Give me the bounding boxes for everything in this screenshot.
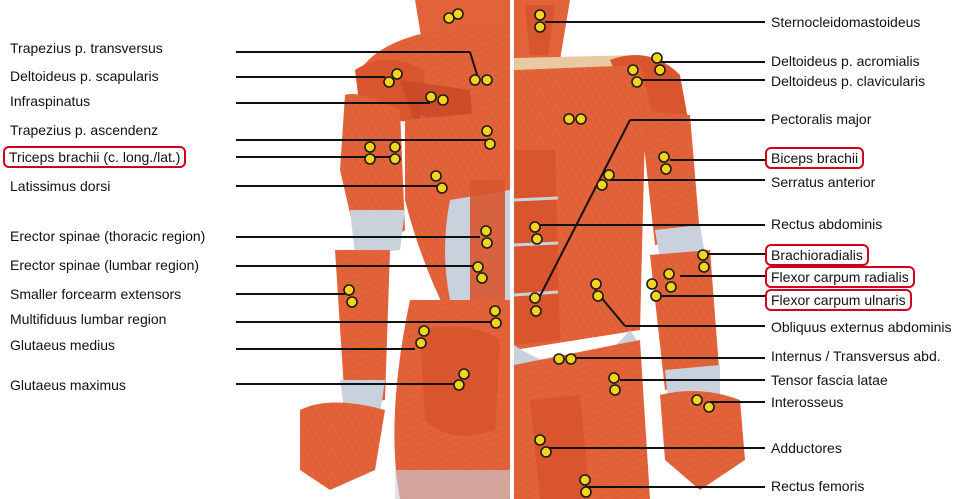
electrode-marker bbox=[566, 354, 576, 364]
label-obliquus-externus: Obliquus externus abdominis bbox=[771, 319, 952, 335]
electrode-marker bbox=[459, 369, 469, 379]
electrode-marker bbox=[628, 65, 638, 75]
label-deltoideus-scapularis: Deltoideus p. scapularis bbox=[10, 68, 159, 84]
electrode-marker bbox=[438, 95, 448, 105]
electrode-marker bbox=[535, 435, 545, 445]
label-tensor-fascia-latae: Tensor fascia latae bbox=[771, 372, 888, 388]
electrode-marker bbox=[344, 285, 354, 295]
electrode-marker bbox=[659, 152, 669, 162]
electrode-marker bbox=[431, 171, 441, 181]
front-view-figure bbox=[514, 0, 745, 499]
electrode-marker bbox=[576, 114, 586, 124]
label-flexor-carpum-radialis: Flexor carpum radialis bbox=[765, 266, 915, 288]
electrode-marker bbox=[470, 75, 480, 85]
electrode-marker bbox=[535, 10, 545, 20]
electrode-marker bbox=[661, 164, 671, 174]
electrode-marker bbox=[392, 69, 402, 79]
electrode-marker bbox=[365, 154, 375, 164]
electrode-marker bbox=[666, 282, 676, 292]
electrode-marker bbox=[609, 373, 619, 383]
label-brachioradialis: Brachioradialis bbox=[765, 244, 869, 266]
label-latissimus-dorsi: Latissimus dorsi bbox=[10, 178, 110, 194]
electrode-marker bbox=[365, 142, 375, 152]
electrode-marker bbox=[437, 183, 447, 193]
electrode-marker bbox=[384, 77, 394, 87]
electrode-marker bbox=[604, 170, 614, 180]
electrode-marker bbox=[581, 487, 591, 497]
label-trapezius-transversus: Trapezius p. transversus bbox=[10, 40, 163, 56]
label-trapezius-ascendenz: Trapezius p. ascendenz bbox=[10, 122, 158, 138]
label-sternocleidomastoideus: Sternocleidomastoideus bbox=[771, 14, 920, 30]
label-glutaeus-maximus: Glutaeus maximus bbox=[10, 377, 126, 393]
electrode-marker bbox=[651, 291, 661, 301]
electrode-marker bbox=[491, 318, 501, 328]
electrode-marker bbox=[593, 291, 603, 301]
electrode-marker bbox=[453, 9, 463, 19]
label-glutaeus-medius: Glutaeus medius bbox=[10, 337, 115, 353]
electrode-marker bbox=[482, 126, 492, 136]
label-smaller-forearm-extensors: Smaller forcearm extensors bbox=[10, 286, 181, 302]
electrode-marker bbox=[419, 326, 429, 336]
label-rectus-femoris: Rectus femoris bbox=[771, 478, 864, 494]
label-adductores: Adductores bbox=[771, 440, 842, 456]
label-triceps-brachii: Triceps brachii (c. long./lat.) bbox=[3, 146, 186, 168]
electrode-marker bbox=[652, 53, 662, 63]
electrode-marker bbox=[610, 385, 620, 395]
label-erector-spinae-lumbar: Erector spinae (lumbar region) bbox=[10, 257, 199, 273]
electrode-marker bbox=[591, 279, 601, 289]
electrode-marker bbox=[485, 139, 495, 149]
electrode-marker bbox=[347, 297, 357, 307]
electrode-marker bbox=[530, 222, 540, 232]
electrode-marker bbox=[490, 306, 500, 316]
electrode-marker bbox=[580, 475, 590, 485]
electrode-marker bbox=[426, 92, 436, 102]
electrode-marker bbox=[473, 262, 483, 272]
electrode-marker bbox=[541, 447, 551, 457]
label-biceps-brachii: Biceps brachii bbox=[765, 147, 864, 169]
electrode-marker bbox=[481, 226, 491, 236]
electrode-marker bbox=[532, 234, 542, 244]
label-infraspinatus: Infraspinatus bbox=[10, 93, 90, 109]
back-view-figure bbox=[300, 0, 510, 499]
label-deltoideus-clavicularis: Deltoideus p. clavicularis bbox=[771, 73, 925, 89]
label-deltoideus-acromialis: Deltoideus p. acromialis bbox=[771, 53, 920, 69]
electrode-marker bbox=[554, 354, 564, 364]
electrode-marker bbox=[531, 306, 541, 316]
electrode-marker bbox=[698, 250, 708, 260]
electrode-marker bbox=[704, 402, 714, 412]
electrode-marker bbox=[454, 380, 464, 390]
electrode-marker bbox=[692, 395, 702, 405]
electrode-marker bbox=[597, 180, 607, 190]
label-rectus-abdominis: Rectus abdominis bbox=[771, 216, 882, 232]
label-pectoralis-major: Pectoralis major bbox=[771, 111, 871, 127]
electrode-marker bbox=[477, 273, 487, 283]
label-serratus-anterior: Serratus anterior bbox=[771, 174, 875, 190]
electrode-marker bbox=[482, 75, 492, 85]
label-interosseus: Interosseus bbox=[771, 394, 843, 410]
label-flexor-carpum-ulnaris: Flexor carpum ulnaris bbox=[765, 289, 912, 311]
electrode-marker bbox=[632, 77, 642, 87]
electrode-marker bbox=[416, 338, 426, 348]
label-multifiduus-lumbar: Multifiduus lumbar region bbox=[10, 311, 166, 327]
electrode-marker bbox=[699, 262, 709, 272]
electrode-marker bbox=[535, 22, 545, 32]
electrode-marker bbox=[647, 279, 657, 289]
electrode-marker bbox=[564, 114, 574, 124]
electrode-marker bbox=[482, 238, 492, 248]
electrode-marker bbox=[655, 65, 665, 75]
electrode-marker bbox=[390, 142, 400, 152]
electrode-marker bbox=[530, 293, 540, 303]
label-internus-transversus: Internus / Transversus abd. bbox=[771, 348, 941, 364]
electrode-marker bbox=[664, 269, 674, 279]
label-erector-spinae-thoracic: Erector spinae (thoracic region) bbox=[10, 228, 205, 244]
electrode-marker bbox=[390, 154, 400, 164]
